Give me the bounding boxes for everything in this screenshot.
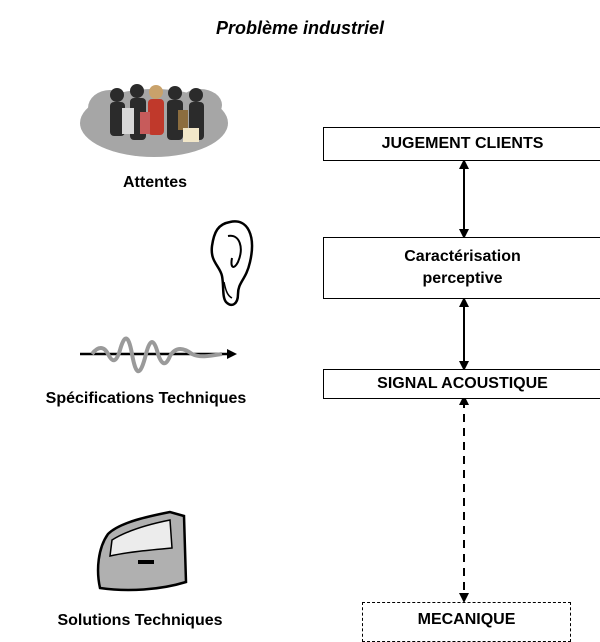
- label-specifications-techniques: Spécifications Techniques: [45, 390, 247, 407]
- waveform-arrow-icon: [80, 336, 237, 374]
- box-signal-acoustique-label: SIGNAL ACOUSTIQUE: [377, 375, 548, 392]
- box-mecanique: MECANIQUE: [362, 602, 571, 642]
- box-caracterisation-line2: perceptive: [422, 270, 503, 287]
- label-solutions-techniques: Solutions Techniques: [57, 612, 223, 629]
- ear-icon: [210, 220, 254, 306]
- box-caracterisation-line1: Caractérisation: [404, 248, 521, 265]
- box-mecanique-label: MECANIQUE: [417, 611, 516, 628]
- machine-device-icon: [96, 510, 188, 592]
- people-group-icon: [80, 84, 228, 157]
- box-caracterisation-perceptive: Caractérisation perceptive: [323, 237, 600, 299]
- box-jugement-clients: JUGEMENT CLIENTS: [323, 127, 600, 161]
- diagram-title: Problème industriel: [215, 18, 385, 38]
- box-signal-acoustique: SIGNAL ACOUSTIQUE: [323, 369, 600, 399]
- box-jugement-clients-label: JUGEMENT CLIENTS: [381, 135, 544, 152]
- label-attentes: Attentes: [122, 174, 187, 191]
